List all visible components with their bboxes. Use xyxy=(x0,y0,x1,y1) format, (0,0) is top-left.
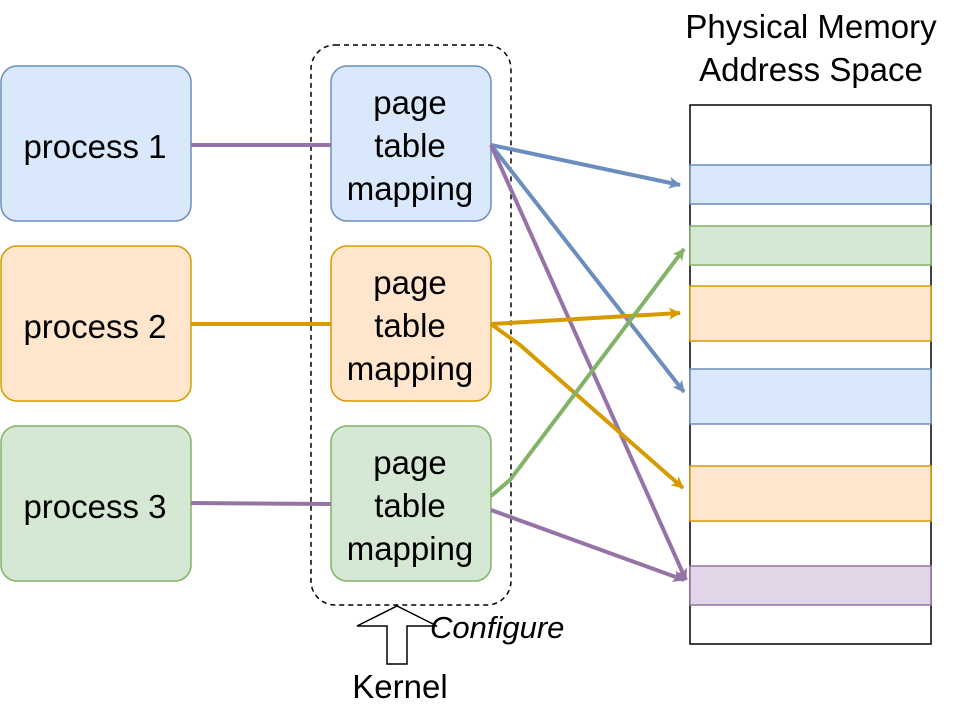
page-table-1-line3: mapping xyxy=(347,170,474,207)
page-table-2-line2: table xyxy=(374,307,446,344)
page-table-3-line2: table xyxy=(374,487,446,524)
page-table-1-line1: page xyxy=(373,84,446,121)
page-table-2-line3: mapping xyxy=(347,350,474,387)
memory-region-1 xyxy=(689,164,932,205)
arrow-pt3-to-region-6 xyxy=(490,508,685,582)
arrow-pt2-to-region-3 xyxy=(490,307,681,326)
kernel-label: Kernel xyxy=(352,668,447,705)
arrow-pt1-to-region-1 xyxy=(490,143,681,189)
kernel-configure-arrow xyxy=(356,605,438,665)
page-table-1-line2: table xyxy=(374,127,446,164)
memory-region-2 xyxy=(689,225,932,266)
memory-title-line1: Physical Memory xyxy=(685,8,937,45)
memory-region-5 xyxy=(689,465,932,522)
memory-region-4 xyxy=(689,368,932,425)
arrow-pt1-to-region-6 xyxy=(489,144,688,581)
page-table-3-line3: mapping xyxy=(347,530,474,567)
process-1-label: process 1 xyxy=(23,128,166,165)
arrow-pt3-to-region-2 xyxy=(489,247,686,498)
arrow-pt2-to-region-5 xyxy=(489,322,685,490)
arrow-pt1-to-region-4 xyxy=(489,143,686,394)
memory-region-6 xyxy=(689,565,932,606)
memory-region-3 xyxy=(689,285,932,342)
page-table-3-line1: page xyxy=(373,444,446,481)
process-2-label: process 2 xyxy=(23,308,166,345)
connector-process-3-to-page-table-3 xyxy=(190,501,332,506)
configure-label: Configure xyxy=(430,610,564,645)
page-table-2-line1: page xyxy=(373,264,446,301)
memory-title-line2: Address Space xyxy=(699,51,923,88)
kernel-group-boundary xyxy=(310,44,512,606)
process-3-label: process 3 xyxy=(23,488,166,525)
